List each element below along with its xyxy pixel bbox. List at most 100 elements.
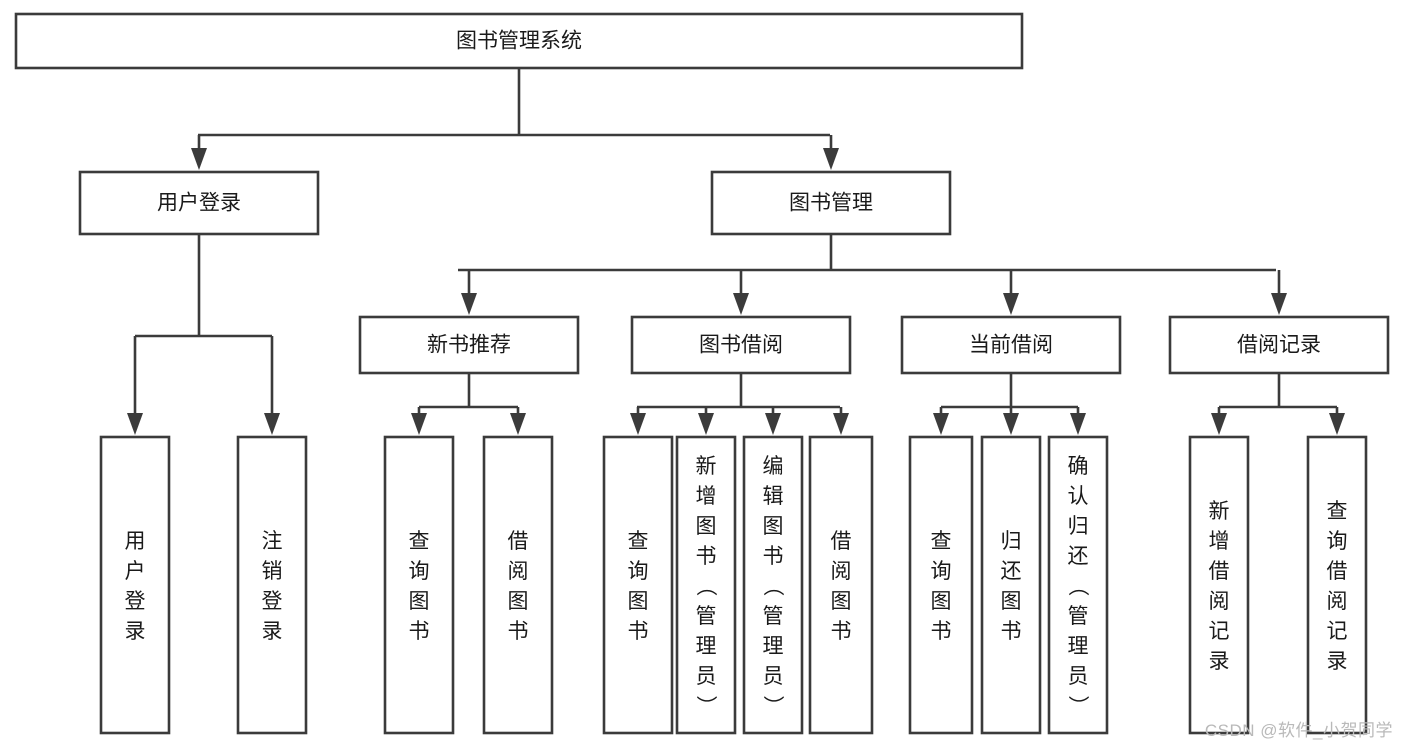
node-current-borrow[interactable]: 当前借阅: [900, 315, 1122, 375]
svg-text:查: 查: [409, 530, 430, 553]
node-box-leaf-query-book-recommend: [383, 435, 455, 735]
arrow-head-icon: [191, 148, 207, 170]
svg-text:询: 询: [628, 560, 649, 583]
svg-text:确: 确: [1068, 455, 1089, 478]
node-label-user-login: 用户登录: [157, 192, 241, 215]
svg-text:书: 书: [508, 620, 529, 643]
node-box-current-borrow: [900, 315, 1122, 375]
node-user-login[interactable]: 用户登录: [78, 170, 320, 236]
connector-group-bus-book-borrow: [637, 373, 840, 409]
svg-text:编: 编: [763, 455, 784, 478]
node-label-new-book-recommend: 新书推荐: [427, 334, 511, 357]
svg-text:图: 图: [409, 590, 430, 613]
edge-new-book-recommend-to-leaf-query-book-recommend: [411, 407, 427, 435]
edge-book-management-to-book-borrow: [733, 270, 749, 315]
edge-book-borrow-to-leaf-query-book-borrow: [630, 407, 646, 435]
svg-text:询: 询: [409, 560, 430, 583]
node-box-leaf-add-borrow-record: [1188, 435, 1250, 735]
arrow-head-icon: [510, 413, 526, 435]
svg-text:书: 书: [696, 545, 717, 568]
svg-text:还: 还: [1068, 545, 1089, 568]
svg-text:（: （: [761, 575, 784, 596]
node-root[interactable]: 图书管理系统: [14, 12, 1024, 70]
node-box-leaf-query-borrow-record: [1306, 435, 1368, 735]
svg-text:图: 图: [508, 590, 529, 613]
svg-text:归: 归: [1068, 515, 1089, 538]
arrow-head-icon: [933, 413, 949, 435]
svg-text:）: ）: [694, 695, 717, 716]
arrow-head-icon: [1070, 413, 1086, 435]
arrow-head-icon: [1271, 293, 1287, 315]
svg-text:录: 录: [262, 620, 283, 643]
node-borrow-record[interactable]: 借阅记录: [1168, 315, 1390, 375]
node-leaf-user-login[interactable]: 用户登录: [99, 435, 171, 735]
edge-book-borrow-to-leaf-edit-book-admin: [765, 407, 781, 435]
svg-text:查: 查: [931, 530, 952, 553]
edge-user-login-to-leaf-user-logout: [264, 336, 280, 435]
node-box-new-book-recommend: [358, 315, 580, 375]
arrow-head-icon: [127, 413, 143, 435]
connector-group-bus-current-borrow: [941, 373, 1078, 409]
arrow-head-icon: [698, 413, 714, 435]
node-label-book-management: 图书管理: [789, 192, 873, 215]
arrow-head-icon: [833, 413, 849, 435]
svg-text:（: （: [1066, 575, 1089, 596]
arrow-head-icon: [411, 413, 427, 435]
svg-text:员: 员: [763, 665, 784, 688]
svg-text:录: 录: [1327, 650, 1348, 673]
edge-current-borrow-to-leaf-query-book-current: [933, 407, 949, 435]
edge-borrow-record-to-leaf-add-borrow-record: [1211, 407, 1227, 435]
edge-book-borrow-to-leaf-borrow-book: [833, 407, 849, 435]
edge-book-borrow-to-leaf-add-book-admin: [698, 407, 714, 435]
edge-root-to-book-management: [823, 135, 839, 170]
svg-text:书: 书: [931, 620, 952, 643]
svg-text:注: 注: [262, 530, 283, 553]
svg-text:阅: 阅: [1327, 590, 1348, 613]
svg-text:书: 书: [409, 620, 430, 643]
svg-text:管: 管: [763, 605, 784, 628]
arrow-head-icon: [264, 413, 280, 435]
node-box-root: [14, 12, 1024, 70]
svg-text:图: 图: [628, 590, 649, 613]
node-label-root: 图书管理系统: [456, 30, 582, 53]
svg-text:书: 书: [1001, 620, 1022, 643]
svg-text:询: 询: [1327, 530, 1348, 553]
node-box-leaf-return-book: [980, 435, 1042, 735]
svg-text:图: 图: [931, 590, 952, 613]
node-book-borrow[interactable]: 图书借阅: [630, 315, 852, 375]
svg-text:录: 录: [1209, 650, 1230, 673]
arrow-head-icon: [1003, 413, 1019, 435]
node-box-leaf-add-book-admin: [675, 435, 737, 735]
node-new-book-recommend[interactable]: 新书推荐: [358, 315, 580, 375]
svg-text:）: ）: [761, 695, 784, 716]
node-box-book-borrow: [630, 315, 852, 375]
edge-book-management-to-current-borrow: [1003, 270, 1019, 315]
svg-text:登: 登: [125, 590, 146, 613]
svg-text:新: 新: [696, 455, 717, 478]
node-book-management[interactable]: 图书管理: [710, 170, 952, 236]
arrow-head-icon: [733, 293, 749, 315]
svg-text:户: 户: [125, 560, 146, 583]
edge-borrow-record-to-leaf-query-borrow-record: [1329, 407, 1345, 435]
